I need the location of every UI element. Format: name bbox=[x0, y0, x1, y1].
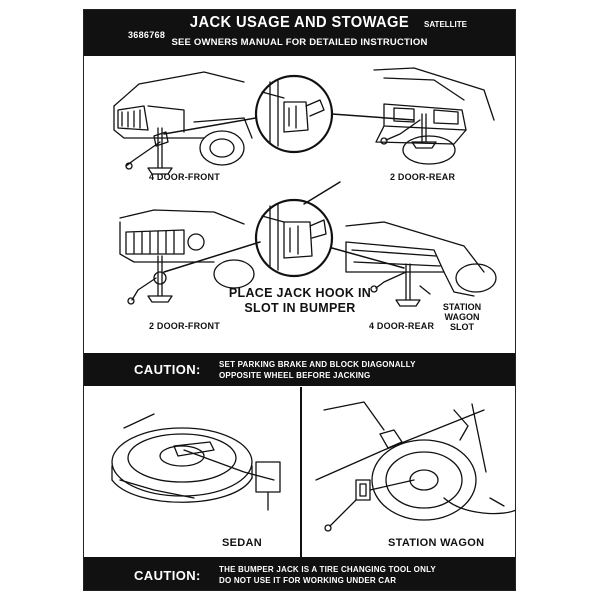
caution-1-line-2: OPPOSITE WHEEL BEFORE JACKING bbox=[219, 371, 371, 380]
station-wagon-slot-line-3: SLOT bbox=[450, 322, 474, 332]
station-wagon-stowage-drawing bbox=[315, 401, 515, 532]
part-number: 3686768 bbox=[128, 30, 166, 40]
label-4-door-front: 4 DOOR-FRONT bbox=[149, 172, 220, 182]
station-wagon-slot-line-2: WAGON bbox=[444, 312, 480, 322]
caution-bar-tool: CAUTION: THE BUMPER JACK IS A TIRE CHANG… bbox=[84, 557, 515, 590]
label-4-door-rear: 4 DOOR-REAR bbox=[369, 321, 435, 331]
caution-bar-parking: CAUTION: SET PARKING BRAKE AND BLOCK DIA… bbox=[84, 353, 515, 386]
leader-lines bbox=[163, 113, 415, 273]
caution-heading-1: CAUTION: bbox=[134, 362, 201, 377]
caution-heading-2: CAUTION: bbox=[134, 568, 201, 583]
jack-illustrations bbox=[111, 67, 515, 532]
four-door-rear-jack-drawing bbox=[370, 263, 431, 307]
station-wagon-slot-label: STATION WAGON SLOT bbox=[436, 302, 488, 332]
four-door-rear-car-drawing bbox=[345, 221, 497, 297]
sedan-spare-tire-drawing bbox=[111, 413, 281, 511]
label-subtitle: SEE OWNERS MANUAL FOR DETAILED INSTRUCTI… bbox=[171, 37, 428, 48]
caution-1-line-1: SET PARKING BRAKE AND BLOCK DIAGONALLY bbox=[219, 360, 416, 369]
model-name: SATELLITE bbox=[424, 20, 467, 29]
jack-hook-line-2: SLOT IN BUMPER bbox=[244, 301, 356, 315]
label-sedan: SEDAN bbox=[222, 537, 263, 549]
label-title: JACK USAGE AND STOWAGE bbox=[189, 14, 410, 31]
four-door-front-car-drawing bbox=[113, 71, 253, 166]
stowage-divider bbox=[300, 387, 302, 557]
caution-text-1: SET PARKING BRAKE AND BLOCK DIAGONALLY O… bbox=[219, 359, 416, 381]
station-wagon-slot-line-1: STATION bbox=[442, 302, 482, 312]
four-door-front-jack-drawing bbox=[125, 127, 173, 175]
two-door-front-car-drawing bbox=[119, 209, 255, 289]
jack-hook-instruction: PLACE JACK HOOK IN SLOT IN BUMPER bbox=[220, 286, 380, 316]
caution-text-2: THE BUMPER JACK IS A TIRE CHANGING TOOL … bbox=[219, 564, 436, 586]
jack-instruction-label: 3686768 JACK USAGE AND STOWAGE SATELLITE… bbox=[83, 9, 516, 591]
label-2-door-front: 2 DOOR-FRONT bbox=[149, 321, 220, 331]
hook-detail-lower bbox=[254, 198, 334, 278]
jack-hook-line-1: PLACE JACK HOOK IN bbox=[228, 286, 372, 300]
two-door-rear-jack-drawing bbox=[380, 113, 437, 149]
header-bar: 3686768 JACK USAGE AND STOWAGE SATELLITE… bbox=[84, 10, 515, 56]
caution-2-line-1: THE BUMPER JACK IS A TIRE CHANGING TOOL … bbox=[219, 565, 436, 574]
hook-detail-upper bbox=[254, 74, 334, 154]
caution-2-line-2: DO NOT USE IT FOR WORKING UNDER CAR bbox=[219, 576, 397, 585]
two-door-rear-car-drawing bbox=[373, 67, 495, 165]
label-2-door-rear: 2 DOOR-REAR bbox=[390, 172, 456, 182]
label-station-wagon: STATION WAGON bbox=[388, 537, 485, 549]
two-door-front-jack-drawing bbox=[127, 255, 173, 305]
